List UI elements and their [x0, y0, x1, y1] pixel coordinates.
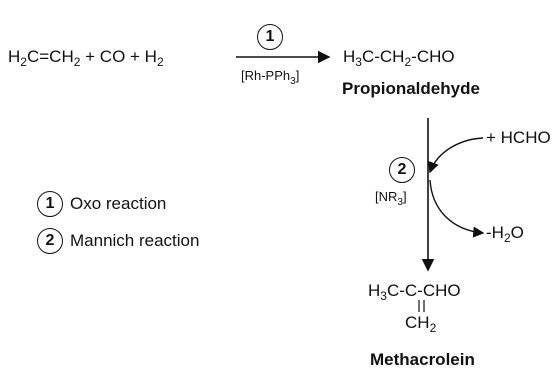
legend-item-2-label: Mannich reaction — [70, 231, 200, 250]
hcho-reagent: + HCHO — [486, 128, 551, 147]
methacrolein-formula-line1: H3C-C-CHO — [368, 281, 461, 303]
step-1-badge: 1 — [257, 24, 283, 50]
legend-item-1-label: Oxo reaction — [70, 194, 167, 213]
legend-item-2-badge: 2 — [37, 228, 63, 254]
propionaldehyde-name: Propionaldehyde — [342, 79, 480, 98]
nr3-catalyst-label: [NR3] — [375, 189, 407, 208]
legend-item-1-badge: 1 — [37, 191, 63, 217]
water-output-curve — [429, 179, 485, 238]
hcho-input-curve — [428, 137, 484, 174]
methacrolein-formula-line2: CH2 — [405, 313, 437, 335]
water-byproduct: -H2O — [486, 223, 524, 245]
rh-catalyst-label: [Rh-PPh3] — [241, 68, 300, 87]
step-2-badge: 2 — [389, 157, 415, 183]
reactants-formula: H2C=CH2 + CO + H2 — [8, 47, 164, 69]
methacrolein-name: Methacrolein — [370, 350, 475, 369]
propionaldehyde-formula: H3C-CH2-CHO — [343, 47, 455, 69]
